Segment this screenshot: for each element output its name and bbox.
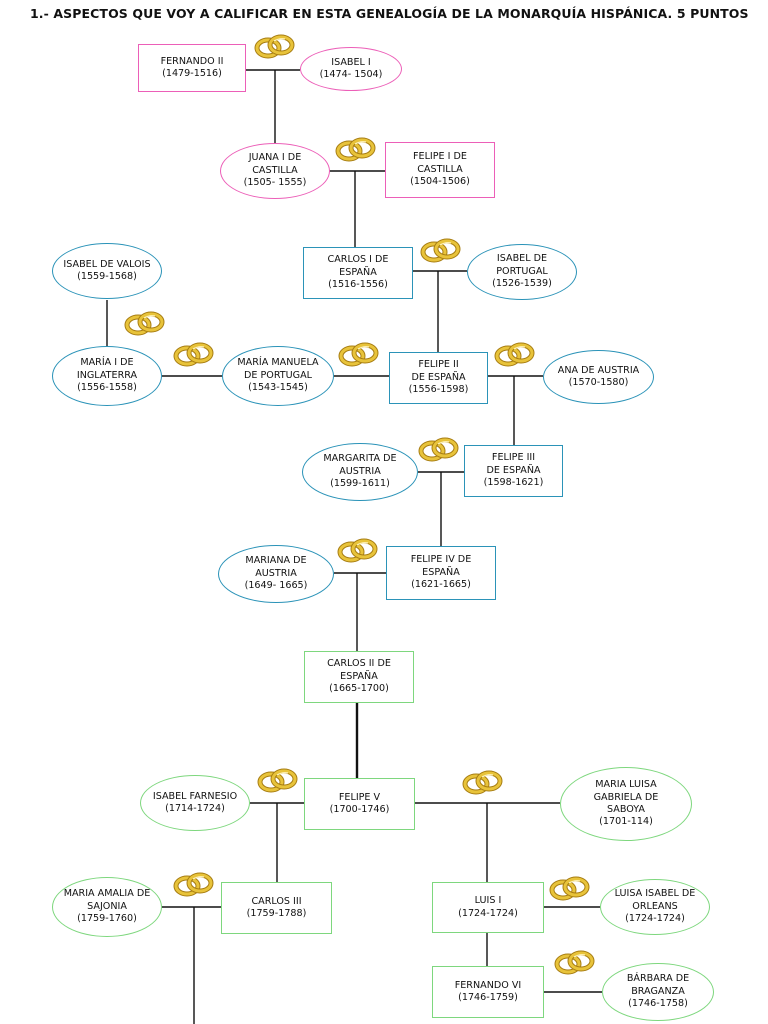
person-name: MARIANA DE AUSTRIA (245, 555, 307, 579)
person-years: (1700-1746) (329, 804, 390, 815)
person-years: (1724-1724) (458, 907, 518, 919)
person-years: (1504-1506) (410, 176, 470, 188)
person-name: LUIS I (474, 895, 502, 907)
person-years: (1505- 1555) (243, 177, 307, 189)
person-name: MARIA LUISA GABRIELA DE SABOYA (593, 779, 659, 815)
person-barbara: BÁRBARA DE BRAGANZA (1746-1758) (602, 963, 714, 1021)
person-luis-i: LUIS I (1724-1724) (432, 882, 544, 933)
person-mariana: MARIANA DE AUSTRIA (1649- 1665) (218, 545, 334, 603)
person-years: (1746-1758) (628, 998, 688, 1010)
person-name: FELIPE II DE ESPAÑA (411, 359, 466, 383)
wedding-rings-icon (462, 770, 504, 796)
wedding-rings-icon (257, 768, 299, 794)
person-isabel-portugal: ISABEL DE PORTUGAL (1526-1539) (467, 244, 577, 300)
person-isabel-i: ISABEL I (1474- 1504) (300, 47, 402, 91)
person-years: (1598-1621) (483, 477, 544, 489)
person-name: ISABEL I (331, 56, 371, 68)
person-juana-i: JUANA I DE CASTILLA (1505- 1555) (220, 143, 330, 199)
person-felipe-iii: FELIPE III DE ESPAÑA (1598-1621) (464, 445, 563, 497)
person-years: (1621-1665) (411, 579, 471, 591)
person-years: (1474- 1504) (319, 69, 383, 80)
person-maria-luisa: MARIA LUISA GABRIELA DE SABOYA (1701-114… (560, 767, 692, 841)
wedding-rings-icon (124, 311, 166, 337)
person-maria-manuela: MARÍA MANUELA DE PORTUGAL (1543-1545) (222, 346, 334, 406)
person-maria-amalia: MARIA AMALIA DE SAJONIA (1759-1760) (52, 877, 162, 937)
person-felipe-i: FELIPE I DE CASTILLA (1504-1506) (385, 142, 495, 198)
person-years: (1479-1516) (162, 68, 222, 79)
person-name: MARIA AMALIA DE SAJONIA (63, 888, 151, 912)
person-years: (1526-1539) (492, 278, 552, 290)
person-name: MARGARITA DE AUSTRIA (323, 453, 397, 477)
wedding-rings-icon (337, 538, 379, 564)
wedding-rings-icon (420, 238, 462, 264)
person-margarita: MARGARITA DE AUSTRIA (1599-1611) (302, 443, 418, 501)
person-years: (1649- 1665) (244, 580, 308, 592)
person-years: (1556-1558) (77, 382, 137, 394)
person-years: (1746-1759) (458, 992, 518, 1003)
wedding-rings-icon (338, 342, 380, 368)
person-name: MARÍA I DE INGLATERRA (76, 357, 138, 381)
person-name: FELIPE III DE ESPAÑA (486, 452, 541, 476)
person-name: ISABEL FARNESIO (152, 790, 238, 802)
wedding-rings-icon (494, 342, 536, 368)
person-years: (1724-1724) (625, 913, 685, 925)
person-years: (1701-114) (599, 816, 653, 828)
person-years: (1570-1580) (568, 377, 629, 388)
person-years: (1556-1598) (408, 384, 469, 396)
wedding-rings-icon (418, 437, 460, 463)
wedding-rings-icon (254, 34, 296, 60)
person-name: ISABEL DE VALOIS (63, 258, 151, 270)
person-carlos-ii: CARLOS II DE ESPAÑA (1665-1700) (304, 651, 414, 703)
wedding-rings-icon (173, 872, 215, 898)
person-years: (1665-1700) (329, 683, 389, 695)
person-name: BÁRBARA DE BRAGANZA (626, 973, 690, 997)
person-ana-austria: ANA DE AUSTRIA (1570-1580) (543, 350, 654, 404)
person-felipe-v: FELIPE V (1700-1746) (304, 778, 415, 830)
person-years: (1599-1611) (330, 478, 390, 490)
wedding-rings-icon (549, 876, 591, 902)
person-maria-i: MARÍA I DE INGLATERRA (1556-1558) (52, 346, 162, 406)
person-isabel-farnesio: ISABEL FARNESIO (1714-1724) (140, 775, 250, 831)
person-name: FELIPE V (338, 791, 381, 803)
wedding-rings-icon (173, 342, 215, 368)
person-name: FELIPE IV DE ESPAÑA (410, 554, 472, 578)
person-years: (1559-1568) (77, 271, 137, 282)
person-years: (1714-1724) (165, 803, 225, 814)
wedding-rings-icon (335, 137, 377, 163)
person-name: FERNANDO II (160, 55, 224, 67)
person-luisa-isabel: LUISA ISABEL DE ORLEANS (1724-1724) (600, 879, 710, 935)
person-years: (1759-1760) (77, 913, 137, 925)
person-fernando-ii: FERNANDO II (1479-1516) (138, 44, 246, 92)
person-years: (1543-1545) (248, 382, 308, 394)
person-name: CARLOS III (251, 895, 302, 907)
person-name: ANA DE AUSTRIA (557, 364, 640, 376)
person-felipe-iv: FELIPE IV DE ESPAÑA (1621-1665) (386, 546, 496, 600)
person-carlos-i: CARLOS I DE ESPAÑA (1516-1556) (303, 247, 413, 299)
person-name: CARLOS II DE ESPAÑA (327, 658, 391, 682)
wedding-rings-icon (554, 950, 596, 976)
person-carlos-iii: CARLOS III (1759-1788) (221, 882, 332, 934)
person-name: FELIPE I DE CASTILLA (413, 151, 467, 175)
person-years: (1759-1788) (246, 908, 307, 919)
person-years: (1516-1556) (328, 279, 388, 291)
person-name: MARÍA MANUELA DE PORTUGAL (237, 357, 319, 381)
person-name: FERNANDO VI (454, 979, 522, 991)
person-isabel-valois: ISABEL DE VALOIS (1559-1568) (52, 243, 162, 299)
person-name: LUISA ISABEL DE ORLEANS (614, 888, 696, 912)
person-fernando-vi: FERNANDO VI (1746-1759) (432, 966, 544, 1018)
page-title: 1.- ASPECTOS QUE VOY A CALIFICAR EN ESTA… (30, 6, 749, 21)
person-name: CARLOS I DE ESPAÑA (327, 254, 389, 278)
person-name: ISABEL DE PORTUGAL (496, 253, 548, 277)
person-name: JUANA I DE CASTILLA (248, 152, 302, 176)
person-felipe-ii: FELIPE II DE ESPAÑA (1556-1598) (389, 352, 488, 404)
